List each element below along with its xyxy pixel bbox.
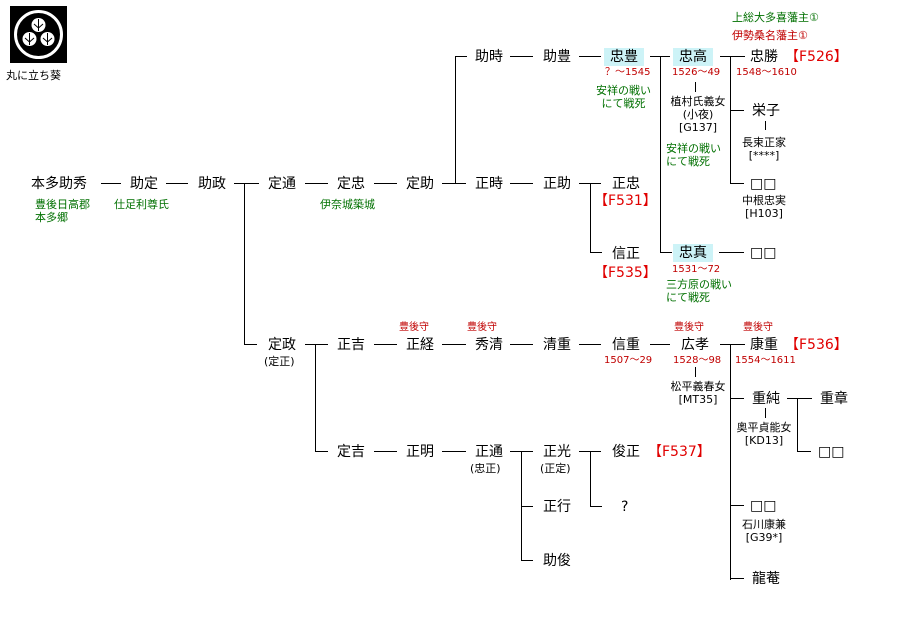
- note-hirotaka-wife: 松平義春女 [MT35]: [670, 380, 726, 406]
- ref-nobumasa[interactable]: 【F535】: [594, 265, 657, 281]
- person-masaaki: 正明: [406, 444, 434, 460]
- person-sukemasa: 助政: [198, 176, 226, 192]
- ref-masatada[interactable]: 【F531】: [594, 193, 657, 209]
- note-bungo-yasushige: 豊後守: [743, 322, 773, 333]
- person-unknown3: □□: [818, 444, 845, 460]
- note-tadazane: 三方原の戦い にて戦死: [666, 278, 732, 304]
- person-suketoki: 助時: [475, 49, 503, 65]
- note-eiko-spouse: 長束正家 [****]: [742, 136, 786, 162]
- note-tadataka-years: 1526～49: [672, 67, 721, 78]
- person-sadatada: 定忠: [337, 176, 365, 192]
- ref-toshimasa[interactable]: 【F537】: [648, 444, 711, 460]
- person-masayoshi: 正吉: [337, 337, 365, 353]
- note-sadatada: 伊奈城築城: [320, 198, 375, 211]
- person-sukeyutaka: 助豊: [543, 49, 571, 65]
- person-toshimasa: 俊正: [612, 444, 640, 460]
- person-unknown1: □□: [750, 176, 777, 192]
- person-masamitsu-alt: (正定): [540, 462, 571, 475]
- person-masamichi: 正通: [475, 444, 503, 460]
- person-kiyoshige: 清重: [543, 337, 571, 353]
- note-sukesada: 仕足利尊氏: [114, 198, 169, 211]
- note-hirotaka-years: 1528～98: [673, 355, 722, 366]
- person-sadamichi: 定通: [268, 176, 296, 192]
- person-tadatoyo: 忠豊: [604, 48, 644, 66]
- person-masamitsu: 正光: [543, 444, 571, 460]
- note-bungo-hidekiyo: 豊後守: [467, 322, 497, 333]
- person-tadazane: 忠真: [673, 244, 713, 262]
- person-sukehide: 本多助秀: [31, 176, 87, 192]
- person-sukeyoshi: 助俊: [543, 553, 571, 569]
- person-unknown4: □□: [750, 498, 777, 514]
- person-masasuke: 正助: [543, 176, 571, 192]
- note-bungo-hirotaka: 豊後守: [674, 322, 704, 333]
- person-tadakatsu: 忠勝: [750, 49, 778, 65]
- person-nobumasa: 信正: [612, 246, 640, 262]
- person-yasushige: 康重: [750, 337, 778, 353]
- person-sadayoshi: 定吉: [337, 444, 365, 460]
- ref-tadakatsu[interactable]: 【F526】: [785, 49, 848, 65]
- person-hirotaka: 広孝: [681, 337, 709, 353]
- person-sadasuke: 定助: [406, 176, 434, 192]
- person-masamichi-alt: (忠正): [470, 462, 501, 475]
- person-sadamasa: 定政: [268, 337, 296, 353]
- crest-caption: 丸に立ち葵: [6, 69, 61, 82]
- ref-yasushige[interactable]: 【F536】: [785, 337, 848, 353]
- note-unknown4-spouse: 石川康兼 [G39*]: [742, 518, 786, 544]
- person-ryuan: 龍菴: [752, 571, 780, 587]
- note-tadataka-wife: 植村氏義女 (小夜) [G137]: [670, 95, 726, 134]
- note-yasushige-years: 1554～1611: [735, 355, 796, 366]
- person-masatsune: 正経: [406, 337, 434, 353]
- person-shigezumi: 重純: [752, 391, 780, 407]
- header-line2: 伊勢桑名藩主①: [732, 29, 808, 42]
- header-line1: 上総大多喜藩主①: [732, 11, 819, 24]
- note-shigezumi-wife: 奥平貞能女 [KD13]: [736, 421, 792, 447]
- note-tadatoyo-years: ？～1545: [605, 67, 651, 78]
- note-tadazane-years: 1531～72: [672, 264, 721, 275]
- person-question: ?: [621, 499, 629, 515]
- note-tadatoyo: 安祥の戦い にて戦死: [596, 84, 651, 110]
- person-sukesada: 助定: [130, 176, 158, 192]
- person-masatada: 正忠: [612, 176, 640, 192]
- person-unknown2: □□: [750, 245, 777, 261]
- note-sukehide: 豊後日高郡 本多郷: [35, 198, 90, 224]
- note-tadataka: 安祥の戦い にて戦死: [666, 142, 721, 168]
- aoi-crest-icon: [10, 6, 67, 63]
- person-masayuki: 正行: [543, 499, 571, 515]
- person-hidekiyo: 秀清: [475, 337, 503, 353]
- person-tadataka: 忠高: [673, 48, 713, 66]
- note-bungo-masatsune: 豊後守: [399, 322, 429, 333]
- note-nobushige-years: 1507～29: [604, 355, 653, 366]
- person-shigeaki: 重章: [820, 391, 848, 407]
- note-tadakatsu-years: 1548～1610: [736, 67, 797, 78]
- person-nobushige: 信重: [612, 337, 640, 353]
- person-masatoki: 正時: [475, 176, 503, 192]
- person-sadamasa-alt: (定正): [264, 355, 295, 368]
- person-eiko: 栄子: [752, 103, 780, 119]
- note-unknown1-spouse: 中根忠実 [H103]: [742, 194, 786, 220]
